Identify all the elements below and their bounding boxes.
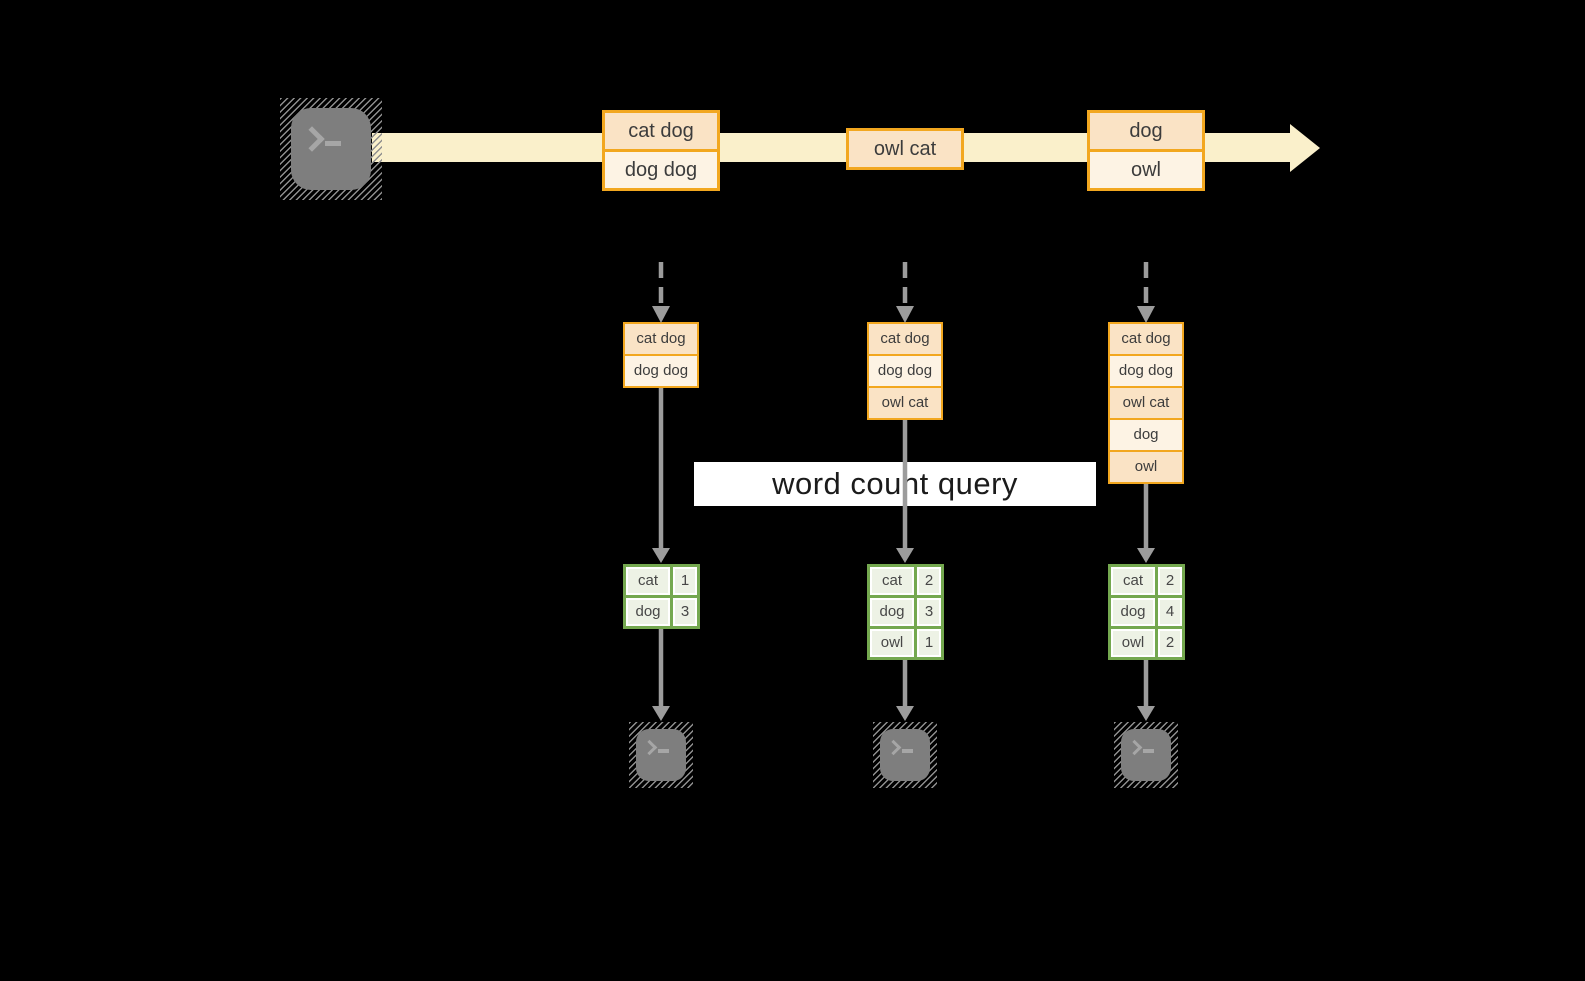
accumulated-line: dog: [1110, 418, 1182, 450]
word-count-table-1: cat 1 dog 3: [623, 564, 700, 629]
accumulated-line: owl: [1110, 450, 1182, 482]
stream-event-1: cat dog dog dog: [602, 110, 720, 191]
event-line: owl cat: [849, 131, 961, 167]
prompt-chevron-icon: [885, 739, 902, 756]
accumulated-line: dog dog: [1110, 354, 1182, 386]
stream-arrowhead-icon: [1290, 124, 1320, 172]
count-cell: 3: [917, 598, 941, 626]
word-cell: cat: [1111, 567, 1155, 595]
word-count-table-2: cat 2 dog 3 owl 1: [867, 564, 944, 660]
prompt-underscore-icon: [325, 141, 341, 146]
count-cell: 2: [1158, 629, 1182, 657]
event-line: owl: [1090, 149, 1202, 188]
accumulated-line: dog dog: [869, 354, 941, 386]
word-cell: owl: [1111, 629, 1155, 657]
accumulated-box-3: cat dog dog dog owl cat dog owl: [1108, 322, 1184, 484]
dashed-down-arrow-1: [652, 262, 670, 323]
event-line: dog dog: [605, 149, 717, 188]
down-arrow-query-1: [652, 388, 670, 563]
count-cell: 2: [1158, 567, 1182, 595]
terminal-screen: [880, 729, 930, 781]
terminal-screen: [291, 108, 371, 190]
down-arrow-sink-1: [652, 629, 670, 721]
count-cell: 1: [917, 629, 941, 657]
word-count-table-3: cat 2 dog 4 owl 2: [1108, 564, 1185, 660]
accumulated-line: cat dog: [625, 324, 697, 354]
dashed-down-arrow-2: [896, 262, 914, 323]
down-arrow-query-3: [1137, 484, 1155, 563]
dashed-down-arrow-3: [1137, 262, 1155, 323]
count-cell: 2: [917, 567, 941, 595]
accumulated-line: cat dog: [869, 324, 941, 354]
event-line: cat dog: [605, 113, 717, 149]
count-cell: 1: [673, 567, 697, 595]
terminal-sink-icon-1: [629, 722, 693, 788]
prompt-chevron-icon: [299, 126, 325, 152]
word-cell: dog: [1111, 598, 1155, 626]
accumulated-line: dog dog: [625, 354, 697, 386]
terminal-sink-icon-2: [873, 722, 937, 788]
terminal-screen: [1121, 729, 1171, 781]
prompt-underscore-icon: [1143, 749, 1154, 753]
word-cell: cat: [870, 567, 914, 595]
terminal-source-icon: [280, 98, 382, 200]
word-cell: cat: [626, 567, 670, 595]
accumulated-line: owl cat: [869, 386, 941, 418]
word-cell: owl: [870, 629, 914, 657]
query-label: word count query: [694, 462, 1096, 506]
prompt-chevron-icon: [641, 739, 658, 756]
prompt-underscore-icon: [902, 749, 913, 753]
accumulated-line: owl cat: [1110, 386, 1182, 418]
word-cell: dog: [870, 598, 914, 626]
accumulated-line: cat dog: [1110, 324, 1182, 354]
down-arrow-sink-2: [896, 660, 914, 721]
terminal-screen: [636, 729, 686, 781]
word-cell: dog: [626, 598, 670, 626]
terminal-sink-icon-3: [1114, 722, 1178, 788]
stream-event-2: owl cat: [846, 128, 964, 170]
accumulated-box-2: cat dog dog dog owl cat: [867, 322, 943, 420]
count-cell: 4: [1158, 598, 1182, 626]
stream-event-3: dog owl: [1087, 110, 1205, 191]
prompt-chevron-icon: [1126, 739, 1143, 756]
event-line: dog: [1090, 113, 1202, 149]
accumulated-box-1: cat dog dog dog: [623, 322, 699, 388]
prompt-underscore-icon: [658, 749, 669, 753]
down-arrow-sink-3: [1137, 660, 1155, 721]
count-cell: 3: [673, 598, 697, 626]
